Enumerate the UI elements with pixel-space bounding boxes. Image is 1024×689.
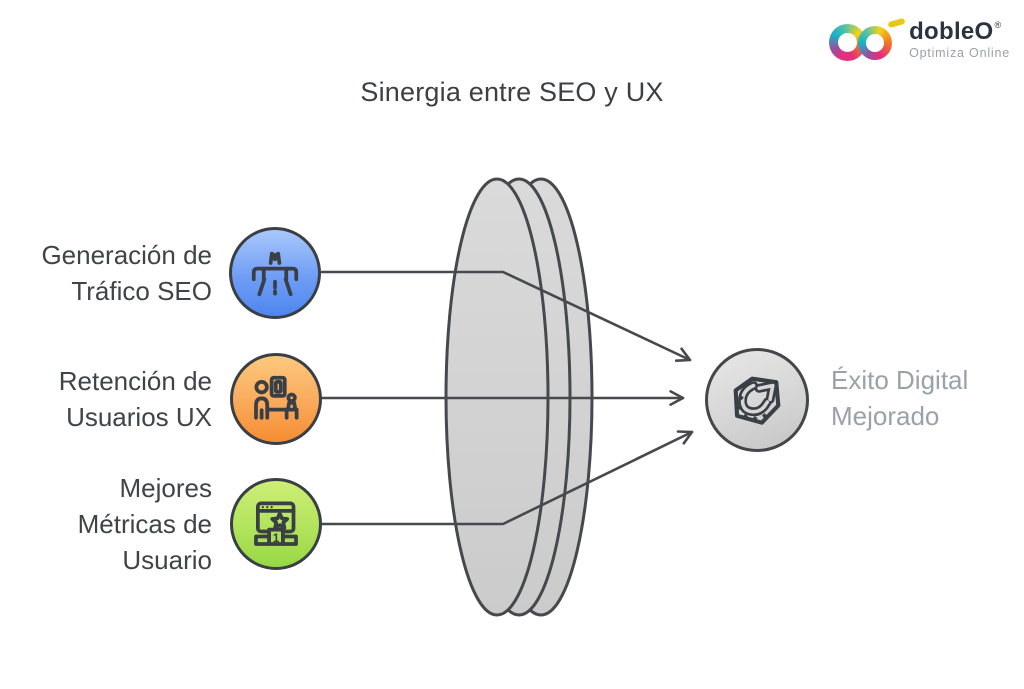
registered-trademark: ® <box>994 20 1002 31</box>
connector-ux-to-success <box>320 390 685 406</box>
highway-icon <box>251 251 299 297</box>
node-ux-retention <box>230 353 322 445</box>
success-arrow-icon <box>733 376 781 425</box>
brand-logo: dobleO ® Optimiza Online <box>829 17 1010 62</box>
dobleo-logo-icon <box>829 17 906 62</box>
node-user-metrics: 1 <box>230 478 322 570</box>
label-line: Mejores <box>119 473 212 503</box>
brand-name: dobleO <box>909 18 994 46</box>
connector-metrics-to-success <box>320 430 694 526</box>
ranking-podium-icon: 1 <box>254 501 298 546</box>
label-digital-success: Éxito Digital Mejorado <box>831 362 1016 434</box>
label-line: Métricas de <box>77 509 212 539</box>
label-ux-retention: Retención de Usuarios UX <box>0 363 212 435</box>
node-digital-success <box>705 348 809 452</box>
label-user-metrics: Mejores Métricas de Usuario <box>0 470 212 578</box>
label-seo-traffic: Generación de Tráfico SEO <box>0 237 212 309</box>
node-seo-traffic <box>229 227 321 319</box>
museum-visitor-icon <box>254 375 299 420</box>
logo-tail <box>887 17 906 29</box>
podium-rank-number: 1 <box>273 531 280 545</box>
logo-text: dobleO ® Optimiza Online <box>909 20 1010 60</box>
logo-ring-right <box>858 26 893 60</box>
label-line: Retención de <box>58 366 212 396</box>
diagram-title: Sinergia entre SEO y UX <box>360 77 664 107</box>
connector-seo-to-success <box>320 270 692 362</box>
label-line: Mejorado <box>831 401 940 431</box>
label-line: Usuario <box>122 545 212 575</box>
label-line: Usuarios UX <box>66 402 212 432</box>
brand-tagline: Optimiza Online <box>909 46 1010 61</box>
label-line: Generación de <box>41 240 212 270</box>
label-line: Éxito Digital <box>831 365 969 395</box>
label-line: Tráfico SEO <box>71 276 212 306</box>
